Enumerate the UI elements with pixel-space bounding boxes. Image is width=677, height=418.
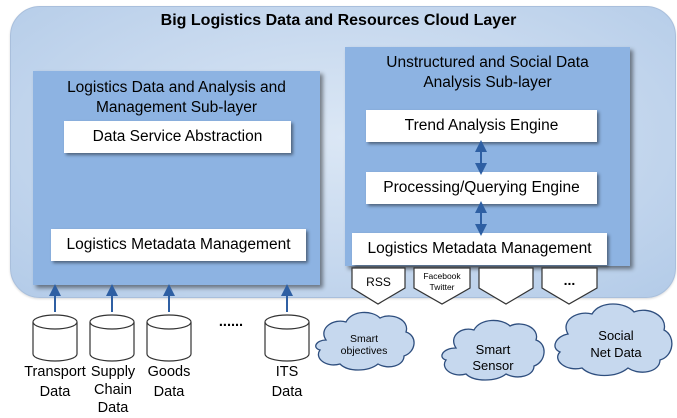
smart-sensor-cloud-icon [441,319,545,381]
twitter-label: Twitter [429,282,455,292]
goods-data-label-line1: Goods [147,364,191,380]
social-net-label-line1: Social [598,328,634,343]
transport-data-label-line1: Transport [24,364,86,380]
blank-connector [478,267,534,305]
left-sublayer-title-line1: Logistics Data and Analysis and [67,79,286,96]
right-sublayer [345,47,630,266]
smart-sensor-label-line2: Sensor [472,358,514,373]
smart-objectives-cloud-icon [315,311,415,371]
its-database-icon [264,314,310,362]
right-sublayer-title-line2: Analysis Sub-layer [423,74,552,91]
smart-sensor-label-line1: Smart [475,342,511,357]
goods-data-label-line2: Data [153,384,185,400]
social-net-label-line2: Net Data [590,345,642,360]
supply-chain-label-line2: Chain [94,382,132,398]
more-label: ... [563,272,576,288]
processing-querying-engine-box: Processing/Querying Engine [366,172,597,204]
cloud-layer-title: Big Logistics Data and Resources Cloud L… [160,12,517,29]
left-metadata-management-box: Logistics Metadata Management [51,229,306,261]
smart-objectives-label-line2: objectives [340,345,388,357]
smart-objectives-label-line1: Smart [349,333,378,345]
goods-database-icon [146,314,192,362]
trend-analysis-engine-box: Trend Analysis Engine [366,110,597,142]
data-service-abstraction-box: Data Service Abstraction [64,121,291,153]
transport-data-label-line2: Data [39,384,71,400]
supply-chain-database-icon [89,314,135,362]
rss-connector [351,267,406,305]
right-metadata-management-box: Logistics Metadata Management [352,233,607,265]
right-sublayer-title-line1: Unstructured and Social Data [386,54,589,71]
rss-label: RSS [366,275,391,289]
facebook-twitter-connector [413,267,471,305]
its-data-label-line1: ITS [275,364,299,380]
transport-database-icon [32,314,78,362]
social-net-cloud-icon [554,303,673,377]
its-data-label-line2: Data [271,384,303,400]
left-sublayer-title-line2: Management Sub-layer [95,99,258,116]
supply-chain-label-line1: Supply [90,364,136,380]
facebook-label: Facebook [423,271,461,281]
more-connector [541,267,598,305]
databases-ellipsis: ...... [218,314,244,330]
supply-chain-label-line3: Data [97,400,129,416]
